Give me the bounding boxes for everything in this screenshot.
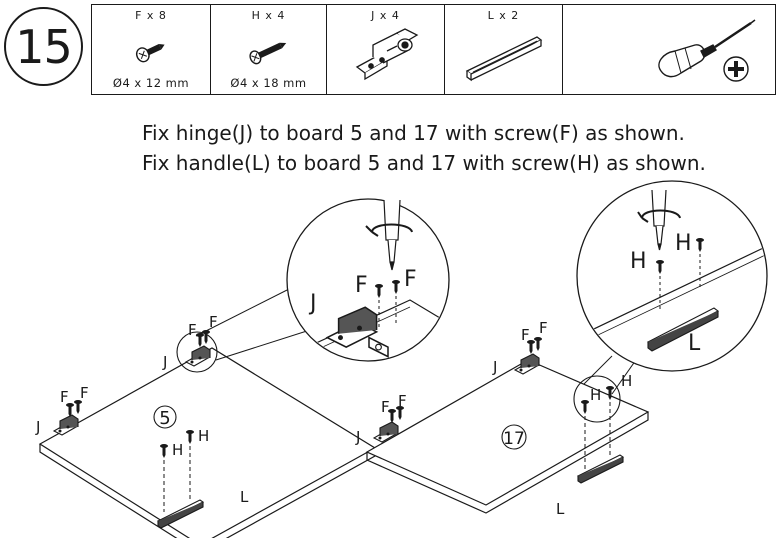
label-f-b: F xyxy=(209,313,218,331)
handle-l-board17 xyxy=(576,454,625,484)
handle-l-board5 xyxy=(156,499,205,529)
phillips-screwdriver-icon xyxy=(658,19,756,82)
part-label-j: J x 4 xyxy=(371,9,400,22)
part-cell-h: H x 4 Ø4 x 18 mm xyxy=(211,5,327,94)
screw-f-1 xyxy=(196,333,204,347)
screw-f-4 xyxy=(74,400,82,414)
part-label-l: L x 2 xyxy=(487,9,520,22)
instruction-line-2: Fix handle(L) to board 5 and 17 with scr… xyxy=(142,151,706,175)
label-j-c: J xyxy=(492,358,497,376)
label-l-a: L xyxy=(240,488,249,506)
long-screw-icon xyxy=(249,42,287,65)
zoom-detail-hinge: F F J xyxy=(286,198,450,362)
label-f-e: F xyxy=(521,326,530,344)
part-label-h: H x 4 xyxy=(251,9,286,22)
guide-lines-17 xyxy=(584,402,611,470)
label-h-a: H xyxy=(172,441,183,459)
zoom-label-h-1: H xyxy=(630,249,647,274)
instructions: Fix hinge(J) to board 5 and 17 with scre… xyxy=(142,118,706,178)
screw-f-6 xyxy=(534,337,542,351)
short-screw-icon xyxy=(135,44,165,63)
label-f-h: F xyxy=(398,392,407,410)
hinge-icon xyxy=(355,28,419,81)
step-number-badge: 15 xyxy=(4,7,83,86)
part-label-f: F x 8 xyxy=(135,9,167,22)
zoom-label-h-2: H xyxy=(675,231,692,256)
part-size-h: Ø4 x 18 mm xyxy=(230,76,307,90)
label-f-a: F xyxy=(188,321,197,339)
zoom-label-f-2: F xyxy=(404,267,417,292)
board-number-circle-5 xyxy=(153,405,177,429)
zoom-connectors-left xyxy=(195,285,311,361)
label-f-g: F xyxy=(381,398,390,416)
detail-circle-17 xyxy=(573,375,621,423)
board-number-circle-17 xyxy=(501,424,527,450)
part-cell-l: L x 2 xyxy=(445,5,563,94)
zoom-label-f-1: F xyxy=(355,273,368,298)
part-cell-f: F x 8 Ø4 x 12 mm xyxy=(92,5,211,94)
guide-lines-5 xyxy=(163,446,191,512)
label-f-c: F xyxy=(60,388,69,406)
part-cell-j: J x 4 xyxy=(327,5,445,94)
label-h-b: H xyxy=(198,427,209,445)
board-number-5: 5 xyxy=(159,408,170,429)
label-f-f: F xyxy=(539,319,548,337)
zoom-label-l: L xyxy=(688,331,701,356)
tool-cell xyxy=(563,5,775,94)
screw-f-2 xyxy=(202,330,210,344)
board-number-17: 17 xyxy=(503,429,525,449)
label-j-d: J xyxy=(355,428,360,446)
label-h-c: H xyxy=(590,386,601,404)
label-f-d: F xyxy=(80,384,89,402)
parts-table: F x 8 Ø4 x 12 mm H x 4 Ø4 x 18 mm J x 4 xyxy=(91,4,776,95)
zoom-detail-handle: H H L xyxy=(576,180,768,372)
label-h-d: H xyxy=(621,372,632,390)
handle-rail-icon xyxy=(465,36,543,82)
label-l-b: L xyxy=(556,500,565,518)
step-number: 15 xyxy=(15,19,73,74)
zoom-label-j: J xyxy=(308,291,317,316)
part-size-f: Ø4 x 12 mm xyxy=(112,76,190,90)
instruction-line-1: Fix hinge(J) to board 5 and 17 with scre… xyxy=(142,121,685,145)
label-j-a: J xyxy=(162,353,167,371)
detail-circle-5 xyxy=(176,331,218,373)
label-j-b: J xyxy=(35,418,40,436)
